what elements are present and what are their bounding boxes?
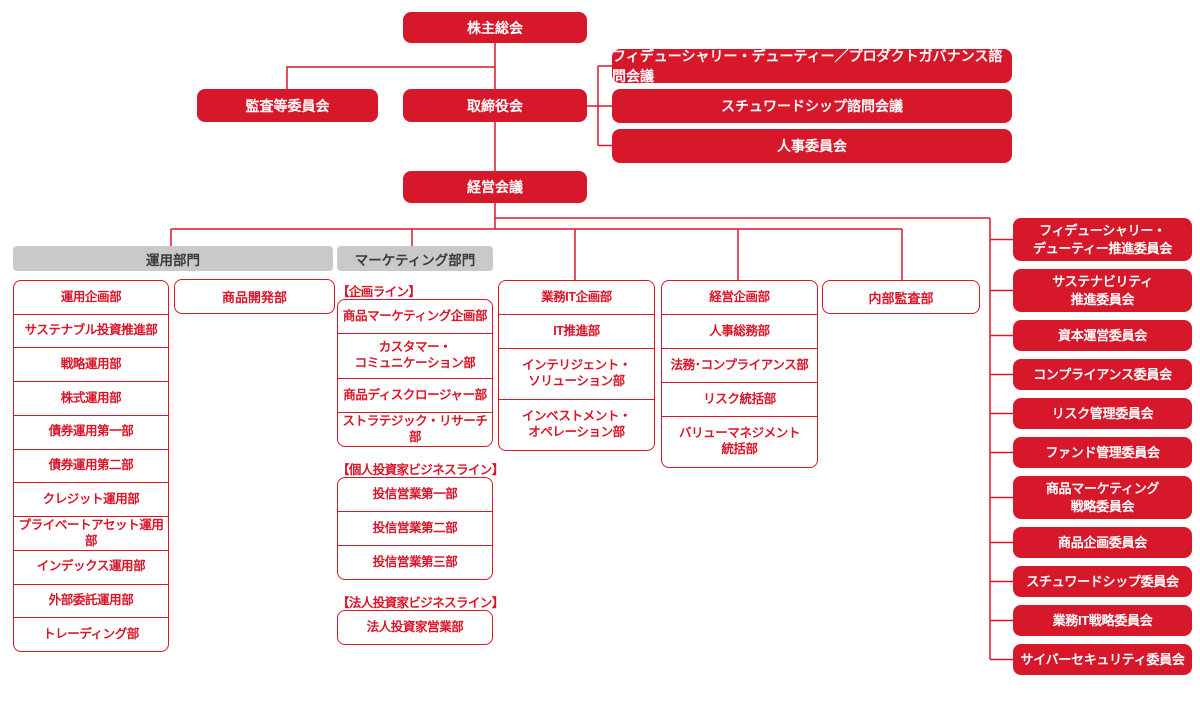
internal-audit-box: 内部監査部	[822, 280, 980, 314]
committee-box: 資本運営委員会	[1013, 320, 1192, 351]
department-cell: 法務･コンプライアンス部	[662, 348, 817, 382]
department-cell: 外部委託運用部	[14, 583, 168, 618]
department-cell: トレーディング部	[14, 617, 168, 651]
advisory-body-box: スチュワードシップ諮問会議	[612, 89, 1012, 123]
marketing-division-header: マーケティング部門	[337, 246, 493, 271]
committees-stack: フィデューシャリー・ デューティー推進委員会サステナビリティ 推進委員会資本運営…	[1013, 218, 1192, 675]
advisory-bodies-stack: フィデューシャリー・デューティー／プロダクトガバナンス諮問会議スチュワードシップ…	[612, 48, 1012, 163]
committee-box: サステナビリティ 推進委員会	[1013, 269, 1192, 312]
department-cell: 業務IT企画部	[541, 289, 612, 304]
department-cell: インデックス運用部	[14, 549, 168, 584]
department-cell: 経営企画部	[709, 289, 770, 304]
department-cell: 戦略運用部	[14, 347, 168, 381]
committee-box: コンプライアンス委員会	[1013, 359, 1192, 390]
department-cell: インテリジェント・ ソリューション部	[499, 348, 654, 399]
investment-departments-stack: 運用企画部サステナブル投資推進部戦略運用部株式運用部債券運用第一部債券運用第二部…	[13, 280, 169, 652]
advisory-body-box: 人事委員会	[612, 129, 1012, 163]
department-cell: クレジット運用部	[14, 482, 168, 516]
department-cell: 株式運用部	[14, 381, 168, 415]
corporate-departments-stack: 経営企画部人事総務部法務･コンプライアンス部リスク統括部バリューマネジメント 統…	[661, 280, 818, 468]
business-line-departments-stack: 投信営業第一部投信営業第二部投信営業第三部	[337, 477, 493, 580]
board-of-directors-box: 取締役会	[403, 89, 587, 122]
department-cell: インベストメント・ オペレーション部	[499, 399, 654, 450]
business-line-departments-stack: 商品マーケティング企画部カスタマー・ コミュニケーション部商品ディスクロージャー…	[337, 299, 493, 447]
committee-box: ファンド管理委員会	[1013, 437, 1192, 468]
department-cell: 商品ディスクロージャー部	[338, 378, 492, 412]
department-cell: 投信営業第二部	[338, 511, 492, 545]
product-development-box: 商品開発部	[174, 279, 335, 314]
department-cell: バリューマネジメント 統括部	[662, 416, 817, 467]
department-cell: 法人投資家営業部	[366, 619, 464, 634]
committee-box: リスク管理委員会	[1013, 398, 1192, 429]
business-line-label: 【個人投資家ビジネスライン】	[337, 463, 504, 477]
department-cell: 債券運用第二部	[14, 448, 168, 483]
it-departments-stack: 業務IT企画部 IT推進部インテリジェント・ ソリューション部インベストメント・ …	[498, 280, 655, 451]
audit-committee-box: 監査等委員会	[197, 89, 378, 122]
committee-box: スチュワードシップ委員会	[1013, 566, 1192, 597]
department-cell: サステナブル投資推進部	[14, 313, 168, 348]
committee-box: フィデューシャリー・ デューティー推進委員会	[1013, 218, 1192, 261]
business-line-label: 【企画ライン】	[337, 285, 421, 299]
committee-box: 商品マーケティング 戦略委員会	[1013, 476, 1192, 519]
marketing-business-lines: 【企画ライン】商品マーケティング企画部カスタマー・ コミュニケーション部商品ディ…	[337, 281, 504, 645]
department-cell: 運用企画部	[60, 289, 122, 304]
business-line-departments-stack: 法人投資家営業部	[337, 610, 493, 645]
department-cell: 投信営業第一部	[372, 486, 458, 501]
department-cell: ストラテジック・リサーチ部	[338, 412, 492, 446]
department-cell: プライベートアセット運用部	[14, 516, 168, 550]
department-cell: IT推進部	[499, 314, 654, 348]
committee-box: 商品企画委員会	[1013, 527, 1192, 558]
management-meeting-box: 経営会議	[403, 171, 587, 203]
shareholders-meeting-box: 株主総会	[403, 12, 587, 43]
committee-box: サイバーセキュリティ委員会	[1013, 644, 1192, 675]
department-cell: リスク統括部	[662, 382, 817, 416]
department-cell: 商品マーケティング企画部	[342, 308, 488, 323]
investment-division-header: 運用部門	[13, 246, 333, 271]
business-line-label: 【法人投資家ビジネスライン】	[337, 596, 504, 610]
advisory-body-box: フィデューシャリー・デューティー／プロダクトガバナンス諮問会議	[612, 48, 1012, 84]
department-cell: 人事総務部	[662, 314, 817, 348]
committee-box: 業務IT戦略委員会	[1013, 605, 1192, 636]
department-cell: カスタマー・ コミュニケーション部	[338, 333, 492, 378]
department-cell: 投信営業第三部	[338, 545, 492, 579]
department-cell: 債券運用第一部	[14, 414, 168, 449]
